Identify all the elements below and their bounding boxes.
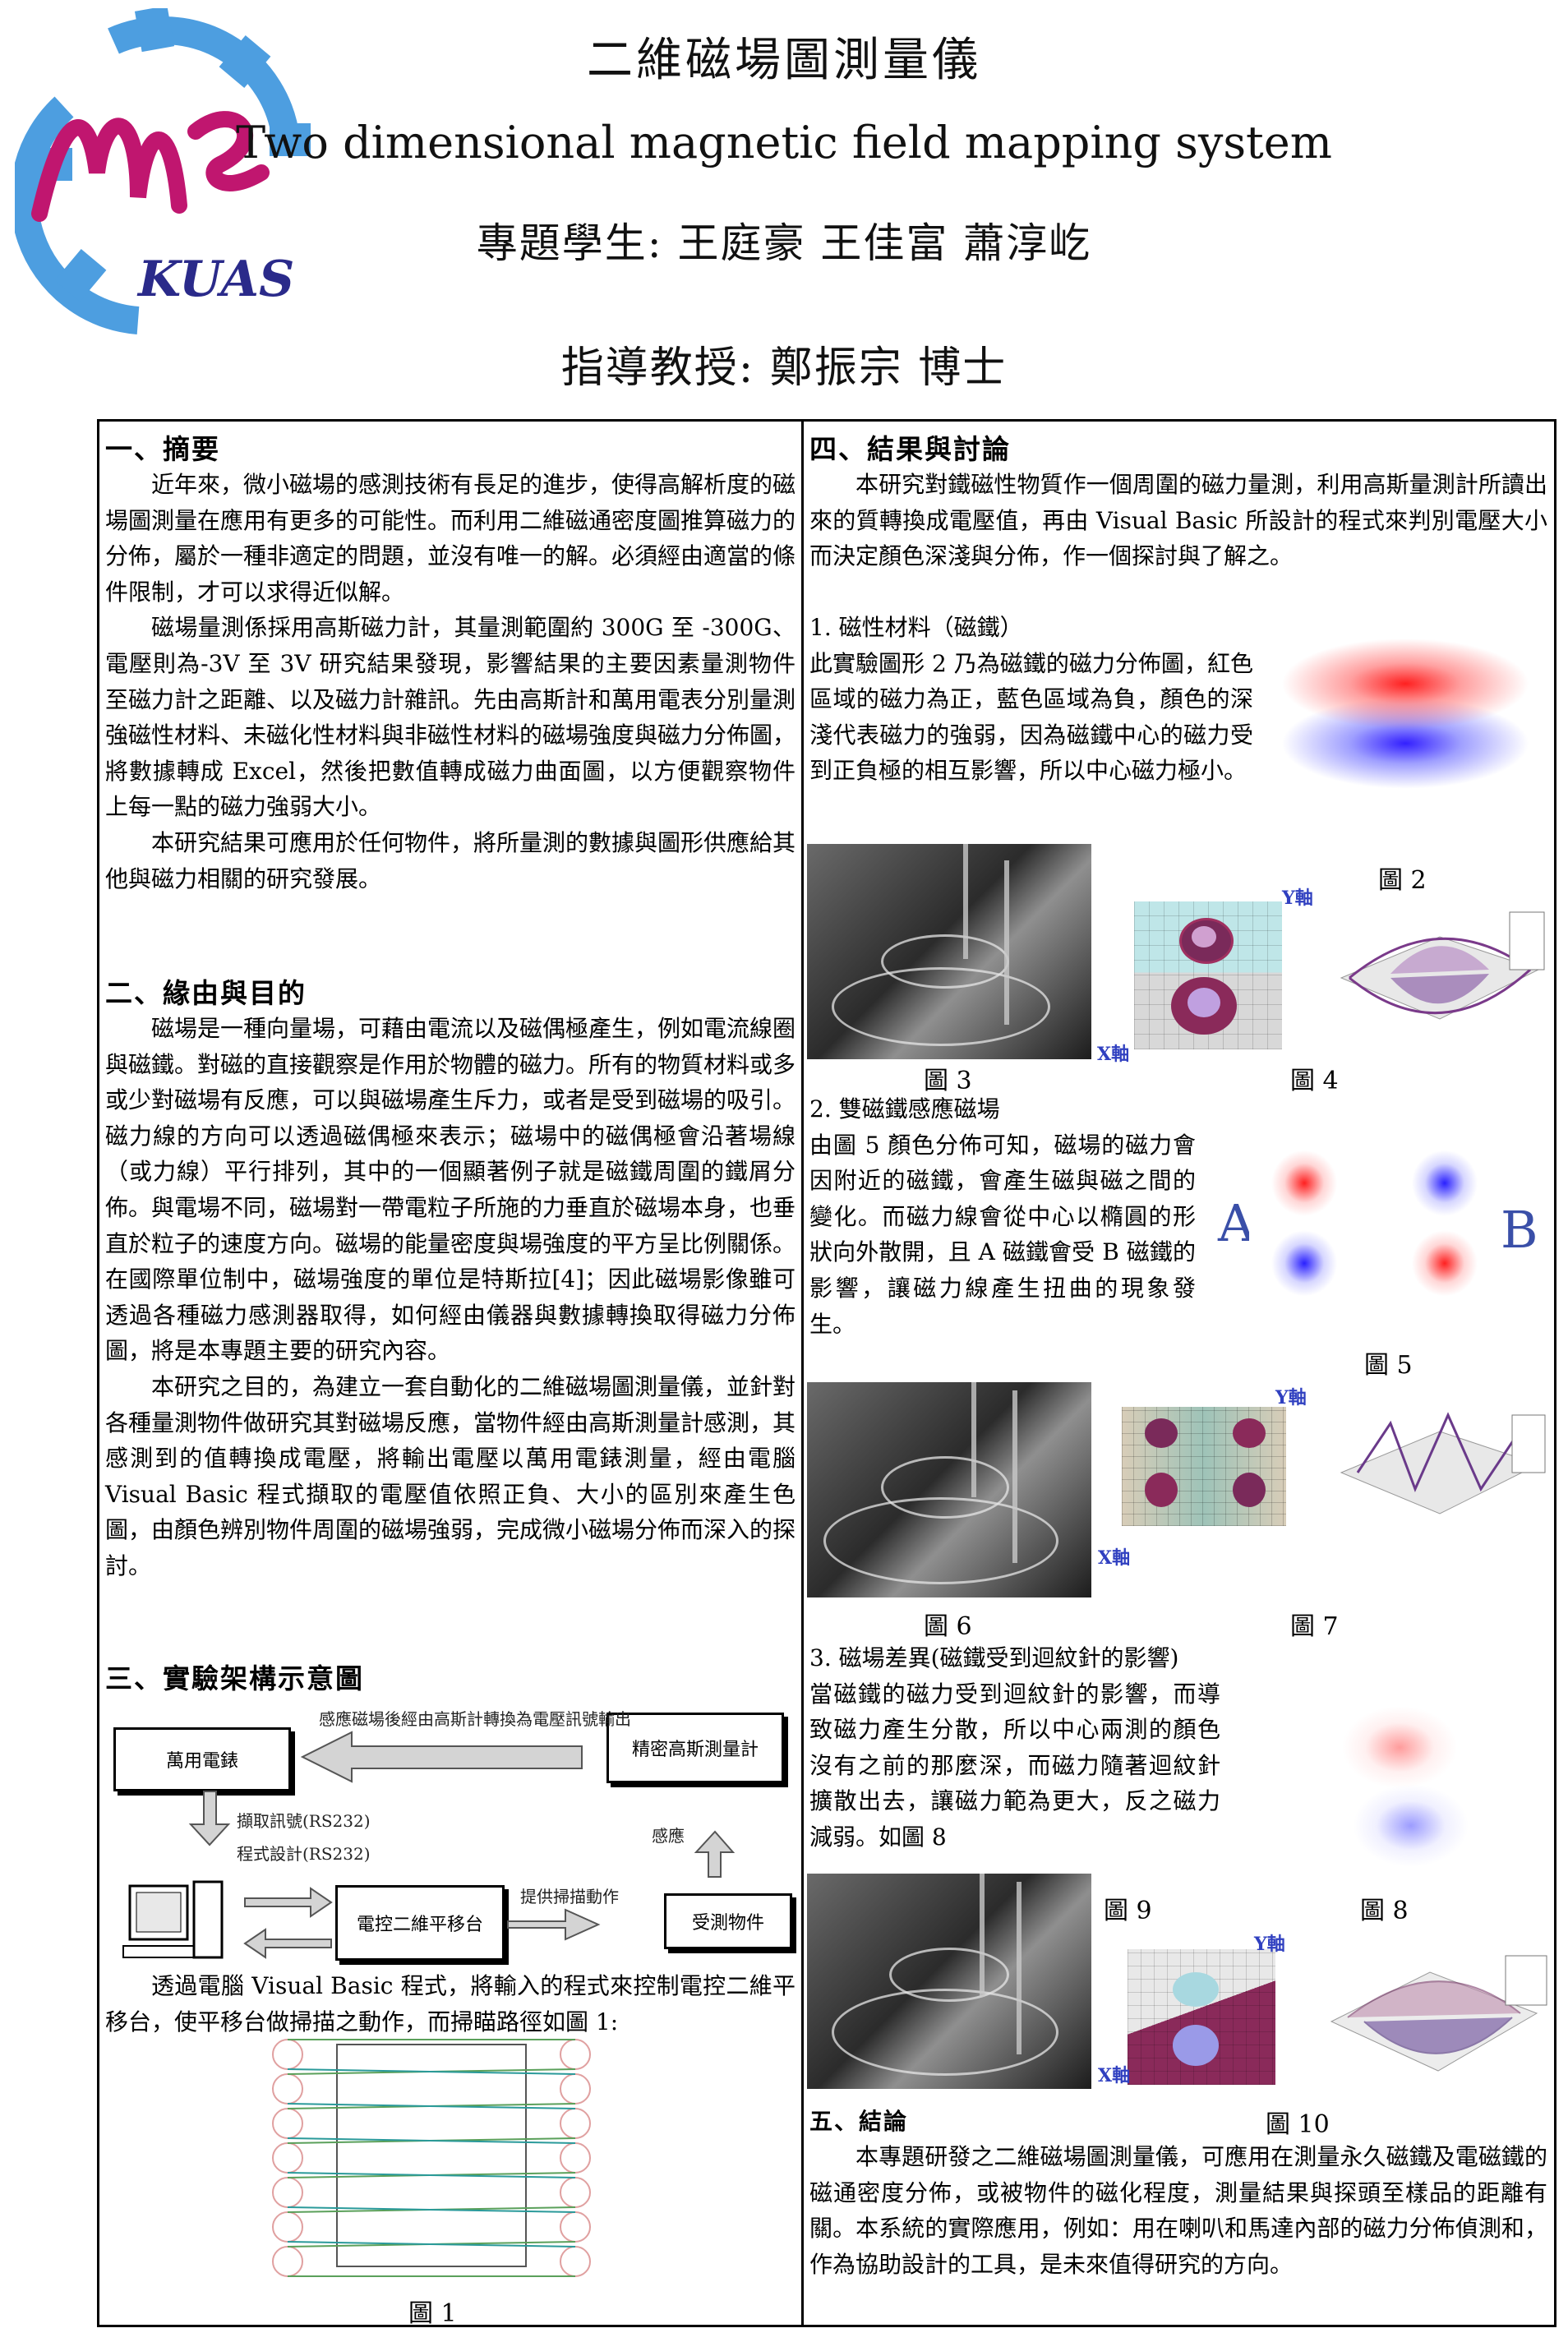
s1-block: 1. 磁性材料（磁鐵） 此實驗圖形 2 乃為磁鐵的磁力分佈圖，紅色區域的磁力為正… (809, 610, 1253, 789)
poster-frame (97, 419, 1556, 2327)
flow-arrows (122, 1731, 736, 1959)
fig4-x-axis: X軸 (1097, 1044, 1130, 1065)
section5-body: 本專題研發之二維磁場圖測量儀，可應用在測量永久磁鐵及電磁鐵的磁通密度分佈，或被物… (809, 2139, 1547, 2282)
section4-intro: 本研究對鐵磁性物質作一個周圍的磁力量測，利用高斯量測計所讀出來的質轉換成電壓值，… (809, 467, 1547, 574)
students: 專題學生: 王庭豪 王佳富 蕭淳屹 (476, 219, 1092, 267)
fig7-contour (1122, 1407, 1286, 1526)
s3-text: 當磁鐵的磁力受到迴紋針的影響，而導致磁力產生分散，所以中心兩測的顏色沒有之前的那… (809, 1680, 1220, 1851)
fig9-photo (807, 1874, 1091, 2089)
fig4-contour (1134, 901, 1282, 1049)
s2-block: 2. 雙磁鐵感應磁場 由圖 5 顏色分佈可知，磁場的磁力會因附近的磁鐵，會產生磁… (809, 1091, 1196, 1342)
fig8-colormap (1266, 1660, 1545, 1890)
fig5-caption: 圖 5 (1364, 1351, 1413, 1380)
stage-box: 電控二維平移台 (335, 1885, 505, 1961)
s1-text: 此實驗圖形 2 乃為磁鐵的磁力分佈圖，紅色區域的磁力為正，藍色區域為負，顏色的深… (809, 649, 1253, 785)
arrow-top-label: 感應磁場後經由高斯計轉換為電壓訊號輸出 (319, 1709, 631, 1729)
section5-heading: 五、結論 (809, 2108, 909, 2135)
fig6-caption: 圖 6 (924, 1612, 972, 1641)
fig7-surface (1340, 1412, 1546, 1514)
section5-text: 本專題研發之二維磁場圖測量儀，可應用在測量永久磁鐵及電磁鐵的磁通密度分佈，或被物… (809, 2143, 1547, 2278)
section1-p1: 近年來，微小磁場的感測技術有長足的進步，使得高解析度的磁場圖測量在應用有更多的可… (105, 471, 796, 606)
section1-p2: 磁場量測係採用高斯磁力計，其量測範圍約 300G 至 -300G、電壓則為-3V… (105, 614, 796, 821)
scan-label: 提供掃描動作 (520, 1887, 619, 1906)
gauss-meter-box: 精密高斯測量計 (606, 1713, 784, 1783)
fig4-caption: 圖 4 (1290, 1067, 1339, 1095)
flow-diagram: 萬用電錶 精密高斯測量計 電控二維平移台 受測物件 感應磁場後經由高斯計轉換為電… (105, 1701, 796, 1972)
fig2-caption: 圖 2 (1378, 866, 1427, 895)
column-divider (801, 419, 804, 2327)
logo-subtext: KUAS (136, 251, 294, 308)
rs232-label-a: 擷取訊號(RS232) (237, 1811, 371, 1831)
sense-label: 感應 (652, 1826, 685, 1846)
fig4-surface (1340, 911, 1545, 1020)
section3-p1: 透過電腦 Visual Basic 程式，將輸入的程式來控制電控二維平移台，使平… (105, 1972, 796, 2035)
computer-icon (122, 1880, 224, 1959)
s1-title: 1. 磁性材料（磁鐵） (809, 614, 1023, 641)
section1-p3: 本研究結果可應用於任何物件，將所量測的數據與圖形供應給其他與磁力相關的研究發展。 (105, 828, 796, 892)
section2-p1: 磁場是一種向量場，可藉由電流以及磁偶極產生，例如電流線圈與磁鐵。對磁的直接觀察是… (105, 1015, 796, 1365)
fig10-x-axis: X軸 (1098, 2065, 1131, 2086)
section2-body: 磁場是一種向量場，可藉由電流以及磁偶極產生，例如電流線圈與磁鐵。對磁的直接觀察是… (105, 1011, 796, 1584)
multimeter-box: 萬用電錶 (113, 1727, 291, 1791)
fig9-caption: 圖 9 (1104, 1897, 1152, 1925)
section3-body: 透過電腦 Visual Basic 程式，將輸入的程式來控制電控二維平移台，使平… (105, 1968, 796, 2040)
fig10-contour (1128, 1949, 1275, 2085)
label-a: A (1218, 1193, 1255, 1253)
s3-title: 3. 磁場差異(磁鐵受到迴紋針的影響) (809, 1644, 1179, 1671)
section3-heading: 三、實驗架構示意圖 (105, 1662, 364, 1694)
rs232-label-b: 程式設計(RS232) (237, 1844, 371, 1864)
fig2-colormap (1266, 575, 1545, 846)
s2-title: 2. 雙磁鐵感應磁場 (809, 1095, 1000, 1123)
section1-body: 近年來，微小磁場的感測技術有長足的進步，使得高解析度的磁場圖測量在應用有更多的可… (105, 467, 796, 897)
scan-path-figure (272, 2039, 591, 2277)
section2-p2: 本研究之目的，為建立一套自動化的二維磁場圖測量儀，並針對各種量測物件做研究其對磁… (105, 1372, 796, 1579)
fig6-photo (807, 1382, 1091, 1597)
fig7-caption: 圖 7 (1290, 1612, 1339, 1641)
section1-heading: 一、摘要 (105, 433, 220, 465)
section4-heading: 四、結果與討論 (809, 433, 1011, 465)
gear-icon: KUAS (10, 5, 311, 334)
advisor: 指導教授: 鄭振宗 博士 (560, 343, 1008, 393)
fig10-surface (1330, 1955, 1547, 2072)
section4-intro-text: 本研究對鐵磁性物質作一個周圍的磁力量測，利用高斯量測計所讀出來的質轉換成電壓值，… (809, 471, 1547, 570)
fig3-photo (807, 844, 1091, 1059)
fig1-caption: 圖 1 (408, 2299, 457, 2328)
fig4-y-axis: Y軸 (1282, 887, 1313, 909)
logo: KUAS (10, 5, 319, 337)
object-box: 受測物件 (664, 1893, 792, 1949)
fig10-caption: 圖 10 (1266, 2110, 1330, 2139)
fig3-caption: 圖 3 (924, 1067, 972, 1095)
title-en: Two dimensional magnetic field mapping s… (236, 117, 1332, 168)
s2-text: 由圖 5 顏色分佈可知，磁場的磁力會因附近的磁鐵，會產生磁與磁之間的變化。而磁力… (809, 1131, 1196, 1338)
fig10-y-axis: Y軸 (1254, 1934, 1285, 1955)
fig8-caption: 圖 8 (1360, 1897, 1409, 1925)
section2-heading: 二、緣由與目的 (105, 977, 307, 1009)
fig7-y-axis: Y軸 (1275, 1387, 1307, 1408)
fig7-x-axis: X軸 (1098, 1547, 1131, 1569)
s3-block: 3. 磁場差異(磁鐵受到迴紋針的影響) 當磁鐵的磁力受到迴紋針的影響，而導致磁力… (809, 1640, 1220, 1856)
label-b: B (1501, 1200, 1538, 1260)
title-zh: 二維磁場圖測量儀 (587, 34, 981, 87)
fig5-colormap (1249, 1098, 1500, 1348)
